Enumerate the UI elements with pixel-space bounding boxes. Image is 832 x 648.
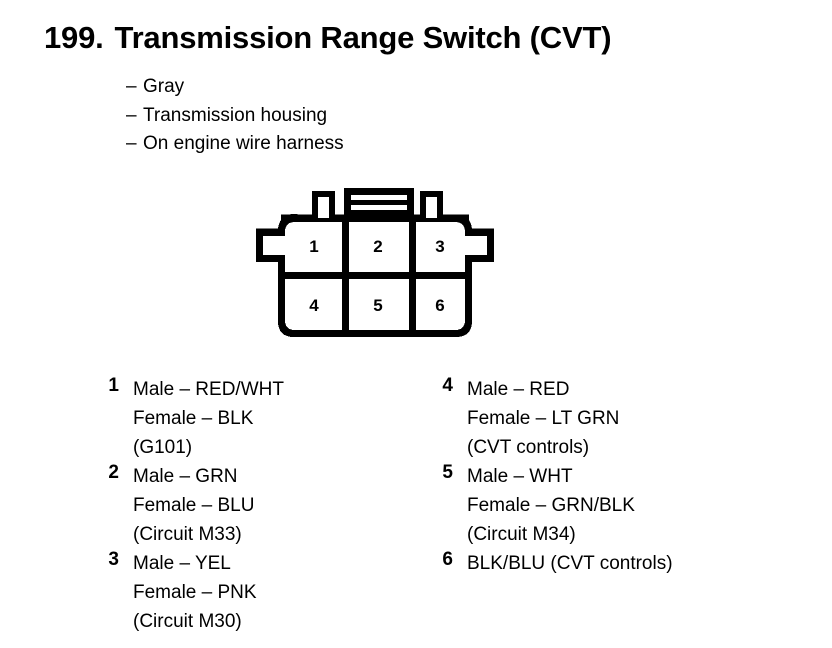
legend-line: Female – BLK (133, 408, 254, 429)
left-top-tab (312, 191, 335, 218)
legend-entry: 3 Male – YEL Female – PNK (Circuit M30) (104, 549, 284, 636)
pin-number-4: 4 (309, 296, 319, 315)
dash-bullet: – (126, 104, 137, 126)
legend-line: Male – RED/WHT (133, 379, 284, 400)
legend-line: Male – RED (467, 379, 570, 400)
legend-pin-number: 5 (442, 462, 453, 483)
legend-pin-number: 3 (108, 549, 119, 570)
legend-line: Male – GRN (133, 466, 238, 487)
list-item: –Gray (126, 73, 344, 102)
dash-bullet: – (126, 76, 137, 97)
page-title-text: Transmission Range Switch (CVT) (114, 20, 612, 55)
page-title-number: 199. (44, 20, 104, 55)
right-side-notch (465, 228, 494, 262)
legend-line: (G101) (133, 437, 193, 458)
legend-entry: 2 Male – GRN Female – BLU (Circuit M33) (104, 462, 284, 549)
pin-number-5: 5 (373, 296, 382, 315)
list-item-label: Gray (143, 76, 185, 97)
legend-pin-number: 2 (108, 462, 119, 483)
row-divider (281, 272, 469, 279)
connector-attribute-list: –Gray –Transmission housing –On engine w… (126, 73, 344, 159)
pin-number-1: 1 (309, 237, 318, 256)
column-divider-1 (342, 219, 349, 333)
legend-entry: 4 Male – RED Female – LT GRN (CVT contro… (438, 375, 673, 462)
dash-bullet: – (126, 133, 137, 154)
legend-line: Female – BLU (133, 495, 255, 516)
legend-line: (Circuit M30) (133, 611, 242, 632)
list-item-label: On engine wire harness (143, 133, 344, 154)
legend-line: Male – YEL (133, 553, 231, 574)
left-side-notch (256, 228, 285, 262)
legend-pin-number: 4 (442, 375, 453, 396)
pin-number-3: 3 (435, 237, 444, 256)
list-item: –Transmission housing (126, 102, 344, 131)
pin-number-6: 6 (435, 296, 444, 315)
legend-line: (Circuit M33) (133, 524, 242, 545)
page-title: 199. Transmission Range Switch (CVT) (44, 20, 612, 56)
connector-diagram: 1 2 3 4 5 6 (248, 186, 512, 344)
pin-legend-right-column: 4 Male – RED Female – LT GRN (CVT contro… (438, 375, 673, 578)
pin-legend-left-column: 1 Male – RED/WHT Female – BLK (G101) 2 M… (104, 375, 284, 636)
list-item: –On engine wire harness (126, 130, 344, 159)
legend-line: (Circuit M34) (467, 524, 576, 545)
right-top-tab (420, 191, 443, 218)
legend-line: (CVT controls) (467, 437, 590, 458)
legend-entry: 5 Male – WHT Female – GRN/BLK (Circuit M… (438, 462, 673, 549)
legend-line: Female – PNK (133, 582, 257, 603)
list-item-label: Transmission housing (143, 104, 328, 126)
column-divider-2 (409, 219, 416, 333)
legend-line: BLK/BLU (CVT controls) (467, 553, 673, 574)
legend-line: Female – LT GRN (467, 408, 620, 429)
legend-line: Male – WHT (467, 466, 573, 487)
legend-pin-number: 6 (442, 549, 453, 570)
pin-number-2: 2 (373, 237, 382, 256)
left-side-notch-interior (263, 236, 286, 255)
legend-pin-number: 1 (108, 375, 119, 396)
right-side-notch-interior (464, 236, 487, 255)
legend-entry: 6 BLK/BLU (CVT controls) (438, 549, 673, 578)
legend-line: Female – GRN/BLK (467, 495, 635, 516)
center-top-tab (344, 188, 414, 219)
legend-entry: 1 Male – RED/WHT Female – BLK (G101) (104, 375, 284, 462)
